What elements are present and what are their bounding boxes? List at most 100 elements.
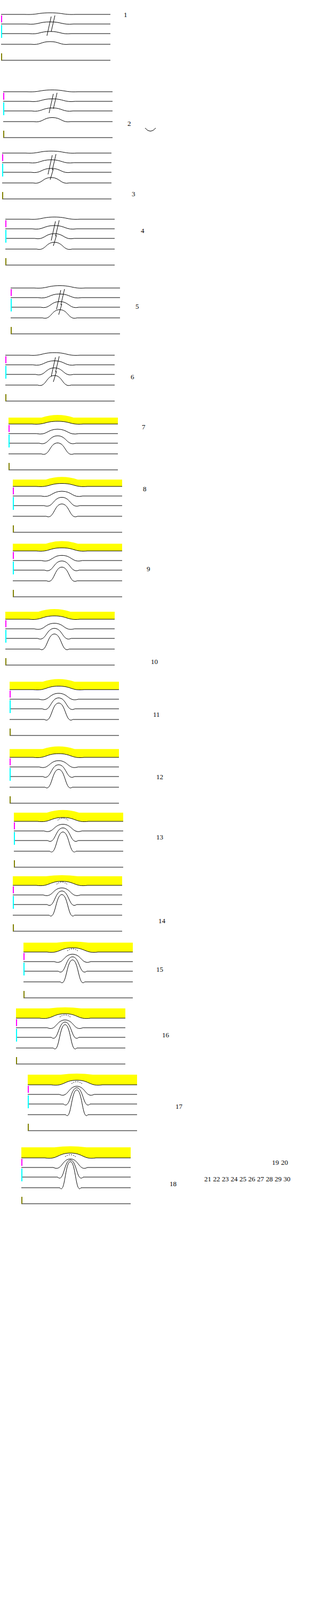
fault-line — [50, 169, 54, 180]
strata-line — [27, 1090, 138, 1116]
ground-patch — [13, 817, 124, 828]
strata-line — [13, 817, 124, 822]
strata-line — [12, 555, 123, 562]
strata-line — [12, 888, 123, 896]
dome-cap-line — [71, 1081, 83, 1084]
callout-number: 22 — [213, 1175, 221, 1183]
fault-line — [51, 221, 56, 241]
callout-number: 19 — [272, 1158, 279, 1166]
callout-number: 16 — [162, 1031, 170, 1039]
callout-number: 26 — [248, 1175, 256, 1183]
magenta-marker — [3, 92, 5, 100]
strata-line — [3, 107, 113, 111]
strata-line — [3, 98, 113, 102]
callout-number: 20 — [281, 1158, 288, 1166]
strata-line — [12, 497, 123, 507]
cyan-marker — [8, 434, 10, 448]
base-line — [5, 401, 115, 402]
strata-line — [3, 90, 113, 93]
base-line — [5, 665, 115, 666]
cyan-marker — [13, 832, 15, 845]
strata-line — [23, 956, 133, 973]
strata-line — [5, 360, 115, 365]
strata-line — [5, 616, 115, 620]
strata-line — [9, 685, 119, 690]
base-line — [1, 60, 111, 61]
cyan-marker — [5, 629, 7, 643]
fault-line — [55, 220, 60, 237]
callout-number: 25 — [239, 1175, 247, 1183]
base-line — [5, 265, 115, 266]
strata-line — [21, 1158, 131, 1169]
strata-line — [5, 634, 115, 651]
cyan-marker — [16, 1028, 18, 1042]
strata-line — [23, 954, 133, 963]
base-line — [23, 997, 133, 999]
strata-line — [9, 753, 119, 758]
olive-marker — [10, 326, 12, 334]
fault-line — [52, 154, 56, 171]
base-line — [16, 1064, 126, 1065]
magenta-marker — [13, 822, 15, 830]
magenta-marker — [5, 356, 7, 364]
olive-marker — [9, 796, 11, 804]
base-line — [8, 469, 118, 471]
strata-line — [12, 566, 123, 582]
strata-line — [12, 894, 123, 916]
strata-line — [12, 891, 123, 906]
cyan-marker — [12, 497, 14, 510]
base-line — [2, 198, 112, 200]
callout-number: 8 — [142, 485, 147, 493]
magenta-marker — [21, 1158, 23, 1166]
callout-number: 5 — [135, 302, 140, 310]
strata-line — [9, 764, 119, 778]
fault-line — [51, 15, 55, 32]
strata-line — [10, 293, 120, 299]
olive-marker — [3, 130, 5, 138]
callout-number: 24 — [230, 1175, 238, 1183]
base-line — [10, 333, 120, 335]
strata-line — [5, 217, 115, 220]
strata-line — [27, 1080, 138, 1085]
fault-line — [53, 92, 58, 109]
dome-cap-line — [57, 818, 69, 821]
strata-line — [27, 1086, 138, 1096]
strata-line — [2, 168, 112, 173]
base-line — [27, 1130, 138, 1132]
ground-patch — [23, 947, 133, 959]
cyan-marker — [1, 25, 3, 38]
strata-line — [21, 1160, 131, 1179]
magenta-marker — [8, 425, 10, 432]
olive-marker — [12, 924, 14, 932]
base-line — [9, 803, 119, 804]
strata-line — [5, 623, 115, 630]
olive-marker — [12, 525, 14, 533]
strata-line — [3, 117, 113, 122]
callout-number: 12 — [156, 773, 164, 781]
callout-number: 30 — [283, 1175, 291, 1183]
strata-line — [9, 760, 119, 768]
strata-line — [13, 827, 124, 842]
strata-line — [5, 225, 115, 230]
strata-line — [12, 547, 123, 551]
olive-marker — [21, 1196, 23, 1204]
strata-line — [2, 150, 112, 154]
strata-line — [9, 702, 119, 720]
callout-number: 18 — [169, 1180, 177, 1188]
dome-cap-line — [59, 1014, 71, 1018]
strata-line — [21, 1153, 131, 1159]
cyan-marker — [5, 229, 7, 243]
strata-line — [8, 435, 118, 444]
strata-line — [1, 12, 111, 15]
strata-line — [16, 1013, 126, 1019]
cyan-marker — [9, 768, 11, 781]
strata-line — [12, 483, 123, 487]
olive-marker — [5, 258, 7, 266]
magenta-marker — [1, 15, 3, 23]
fault-line — [51, 357, 56, 377]
magenta-marker — [2, 154, 4, 162]
strata-line — [2, 177, 112, 184]
strata-line — [8, 442, 118, 454]
magenta-marker — [16, 1019, 18, 1027]
strata-line — [16, 1019, 126, 1029]
